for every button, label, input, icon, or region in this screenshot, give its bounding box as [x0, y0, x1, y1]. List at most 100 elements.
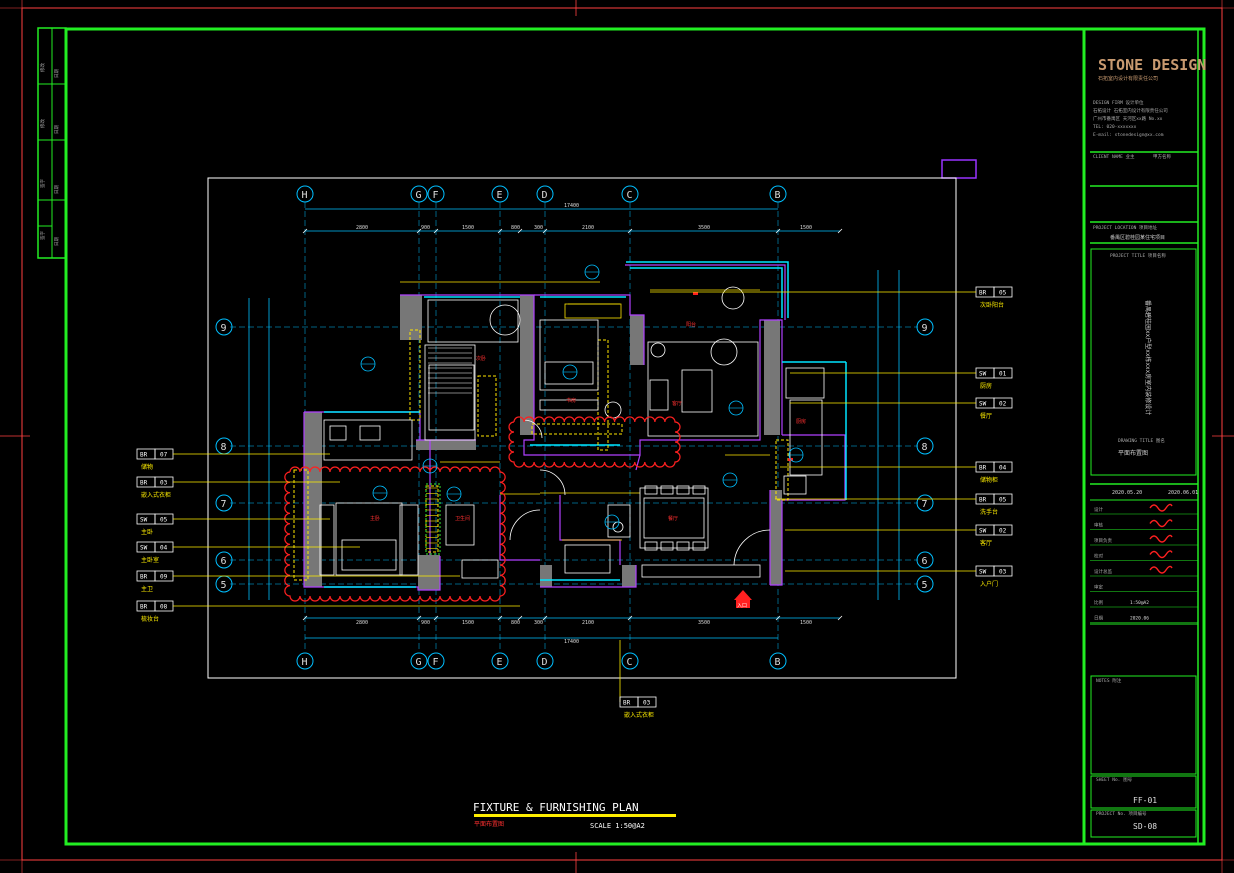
- axis-label: C: [627, 190, 633, 201]
- axis-bubble: [916, 437, 934, 455]
- axis-label: 9: [922, 323, 928, 334]
- tag-number: 01: [999, 371, 1007, 378]
- project-value: 番禺区碧桂园某住宅项目: [1110, 234, 1165, 241]
- project-no-label: PROJECT No. 项目编号: [1096, 810, 1147, 817]
- sign-row-label: 项目负责: [1094, 537, 1112, 544]
- tag-code: SW: [979, 569, 987, 576]
- dimension-value: 2800: [356, 225, 368, 231]
- tag-number: 07: [160, 452, 168, 459]
- axis-label: 5: [221, 580, 227, 591]
- tag-label: 洗手台: [980, 508, 998, 516]
- tag-code: SW: [140, 545, 148, 552]
- dimension-value: 1500: [462, 620, 474, 626]
- axis-label: E: [497, 190, 503, 201]
- tag-number: 05: [999, 497, 1007, 504]
- plan-title-group: FIXTURE & FURNISHING PLAN 平面布置图 SCALE 1:…: [473, 801, 676, 830]
- axis-bubble: [215, 494, 233, 512]
- dimension-value: 3500: [698, 225, 710, 231]
- owner-label: CLIENT NAME 业主: [1093, 153, 1135, 160]
- sign-row-label: 设计总监: [1094, 568, 1112, 575]
- axis-bubble: [916, 494, 934, 512]
- dimension-value: 2100: [582, 620, 594, 626]
- tag-label: 餐厅: [980, 412, 992, 420]
- axis-label: F: [433, 190, 439, 201]
- tag-code: BR: [140, 574, 148, 581]
- tag-code: BR: [140, 452, 148, 459]
- revision-clouds: [284, 416, 681, 602]
- axis-label: 6: [922, 556, 928, 567]
- plan-subtitle: 平面布置图: [474, 820, 504, 828]
- tag-number: 08: [160, 604, 168, 611]
- tag-label: 次卧阳台: [980, 301, 1004, 309]
- signature-mark: [1149, 534, 1173, 543]
- project-name-vertical: 番禺碧桂园xx户型xx栋xxx房室内装修设计: [1144, 300, 1152, 415]
- axis-label: 8: [221, 442, 227, 453]
- axis-label: 5: [922, 580, 928, 591]
- plan-scale: SCALE 1:50@A2: [590, 822, 645, 830]
- tag-number: 03: [643, 700, 651, 707]
- tag-number: 02: [999, 528, 1007, 535]
- axis-bubble: [215, 551, 233, 569]
- room-label: 卫生间: [455, 515, 470, 522]
- axis-label: G: [416, 190, 422, 201]
- axis-bubble: [621, 185, 639, 203]
- dimension-value: 3500: [698, 620, 710, 626]
- dimension-value: 800: [511, 225, 520, 231]
- sign-row-label: 校对: [1094, 553, 1103, 560]
- sheet-label: SHEET No. 图号: [1096, 777, 1133, 783]
- axis-label: 7: [221, 499, 227, 510]
- tag-code: SW: [140, 517, 148, 524]
- dimension-text: 2800280090090015001500800800300300210021…: [302, 203, 843, 645]
- axis-label: B: [775, 657, 781, 668]
- signature-mark: [1149, 565, 1173, 574]
- tag-code: SW: [979, 528, 987, 535]
- axis-label: 8: [922, 442, 928, 453]
- tag-label: 嵌入式衣柜: [141, 491, 171, 499]
- entrance-label: 入口: [737, 603, 747, 609]
- tag-num-box: [993, 367, 1013, 379]
- entrance-marker: 入口: [734, 590, 752, 609]
- tag-number: 03: [999, 569, 1007, 576]
- brand-subtitle: 石拓室内设计有限责任公司: [1098, 75, 1158, 82]
- axis-bubble: [410, 185, 428, 203]
- revision-strip-label: 日期: [54, 125, 60, 134]
- floor-plan: [293, 261, 847, 591]
- tag-label: 主卧: [141, 528, 153, 536]
- title-block: STONE DESIGN 石拓室内设计有限责任公司 DESIGN FIRM 设计…: [1090, 56, 1206, 838]
- tag-num-box: [993, 565, 1013, 577]
- date-2: 2020.06.01: [1168, 490, 1198, 496]
- tag-code: SW: [979, 371, 987, 378]
- dimension-lines: [248, 208, 900, 639]
- tag-label: 梳妆台: [141, 615, 159, 623]
- signature-mark: [1149, 550, 1173, 559]
- tag-num-box: [637, 696, 657, 708]
- tag-label: 主卫: [141, 585, 153, 593]
- revision-strip-label: 修改: [39, 119, 46, 128]
- viewport-marker: [941, 159, 977, 179]
- firm-address-line: DESIGN FIRM 设计单位: [1093, 99, 1144, 106]
- tag-code: BR: [979, 290, 987, 297]
- total-dimension: 17400: [564, 203, 579, 209]
- axis-label: D: [542, 657, 548, 668]
- axis-label: G: [416, 657, 422, 668]
- project-label: PROJECT LOCATION 项目地址: [1093, 224, 1158, 231]
- tag-code: SW: [979, 401, 987, 408]
- project-name-label: PROJECT TITLE 项目名称: [1110, 252, 1166, 259]
- tag-num-box: [993, 493, 1013, 505]
- axis-label: 9: [221, 323, 227, 334]
- axis-bubble: [916, 575, 934, 593]
- brand-logo: STONE DESIGN: [1098, 56, 1206, 74]
- room-labels: 次卧书房客厅主卧卫生间厨房餐厅阳台: [360, 264, 806, 530]
- axis-label: H: [302, 657, 308, 668]
- axis-bubble: [536, 652, 554, 670]
- axis-label: C: [627, 657, 633, 668]
- tag-number: 09: [160, 574, 168, 581]
- plan-title: FIXTURE & FURNISHING PLAN: [473, 801, 639, 814]
- tag-number: 04: [999, 465, 1007, 472]
- tag-label: 入户门: [980, 580, 998, 588]
- axis-label: H: [302, 190, 308, 201]
